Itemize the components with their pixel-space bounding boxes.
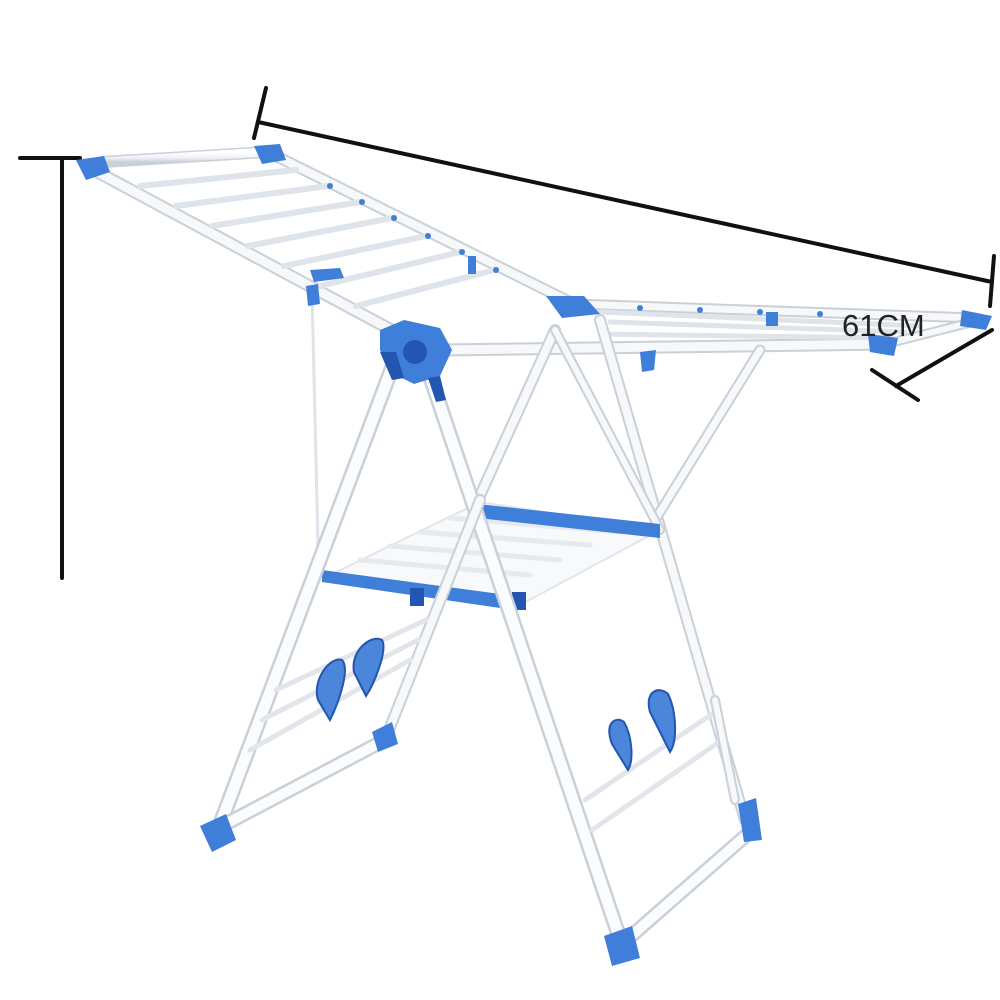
foot-right-back xyxy=(738,798,762,842)
right-wing xyxy=(433,298,992,372)
right-wing-front-cap xyxy=(868,334,898,356)
length-dimension-tick-right xyxy=(988,254,996,308)
length-dimension-line xyxy=(256,120,994,284)
left-wing-back-cap xyxy=(254,144,286,164)
left-wing xyxy=(76,144,576,546)
clothes-pegs xyxy=(315,637,676,772)
depth-dimension-label: 61CM xyxy=(842,308,925,343)
foot-left-back xyxy=(372,722,398,752)
front-leg-frame xyxy=(210,352,630,953)
dimension-lines xyxy=(18,86,996,580)
length-dimension-tick-left xyxy=(252,86,268,140)
bottom-rails xyxy=(200,617,762,966)
depth-dimension-line xyxy=(894,328,994,388)
foot-right-front xyxy=(604,926,640,966)
central-hinge xyxy=(380,296,600,402)
left-wing-front-cap xyxy=(76,156,110,180)
depth-dimension-tick xyxy=(870,368,920,402)
foot-left-front xyxy=(200,814,236,852)
right-wing-back-cap xyxy=(960,310,992,330)
